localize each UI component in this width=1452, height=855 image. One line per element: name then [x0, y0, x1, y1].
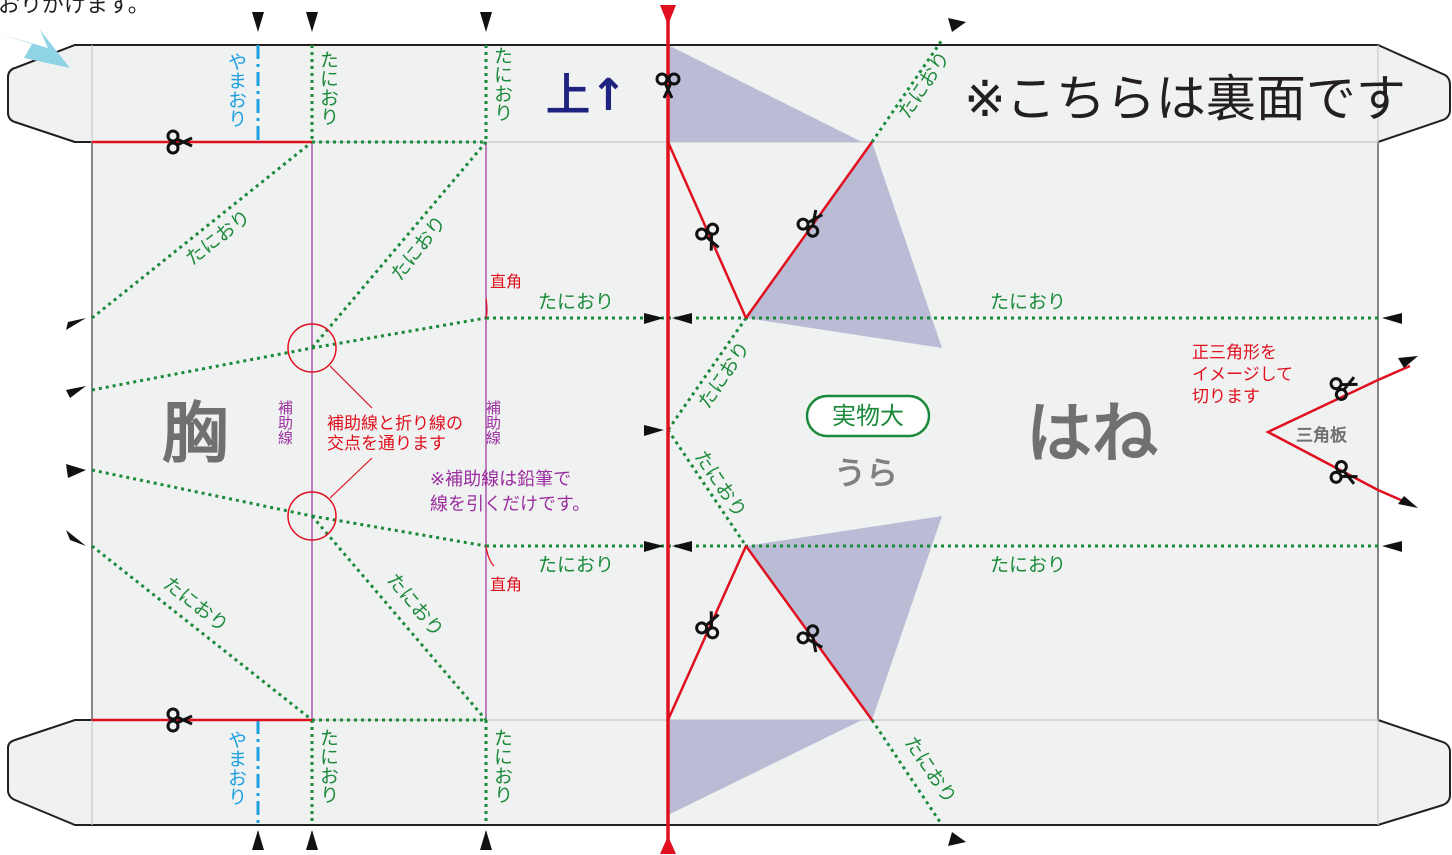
- valley-fold-label: たにおり: [491, 46, 513, 122]
- wing-shade-upper: [746, 142, 942, 348]
- back-label: うら: [834, 454, 898, 492]
- mountain-fold-label-top: やまおり: [225, 52, 247, 128]
- mountain-fold-label-bottom: やまおり: [225, 730, 247, 806]
- scissors-icon: [796, 624, 824, 653]
- valley-fold-label: たにおり: [990, 554, 1066, 576]
- scissors-icon: [655, 72, 681, 99]
- valley-folds: [91, 39, 1378, 826]
- triangle-board-label: 三角板: [1296, 425, 1348, 446]
- intersection-circle-lower: [287, 491, 337, 541]
- scissors-icon: [1329, 460, 1358, 485]
- pencil-note-line2: 線を引くだけです。: [430, 494, 590, 515]
- bottom-marker-red: [660, 836, 676, 854]
- right-angle-label: 直角: [490, 272, 522, 291]
- scissors-icon: [166, 129, 193, 155]
- wing-shade-bottom: [668, 720, 862, 815]
- top-marker-red: [660, 5, 676, 25]
- scissors-icon: [796, 209, 824, 238]
- wing-shade-lower: [746, 516, 942, 720]
- scissors-icon: [695, 222, 720, 251]
- up-label: 上↑: [546, 70, 627, 121]
- actual-size-label: 実物大: [832, 402, 904, 430]
- guide-line-label: 補助線: [484, 400, 502, 445]
- valley-fold-label: たにおり: [317, 50, 339, 126]
- right-angle-label: 直角: [490, 575, 522, 594]
- chest-label: 胸: [162, 395, 228, 472]
- cyan-arrow-icon: [0, 30, 70, 68]
- triangle-note-line1: 正三角形を: [1192, 343, 1277, 363]
- valley-fold-label: たにおり: [491, 728, 513, 804]
- guide-line-label: 補助線: [276, 400, 294, 445]
- valley-fold-label: たにおり: [538, 554, 614, 576]
- wings-label: はね: [1026, 395, 1158, 472]
- scissors-icon: [166, 707, 193, 733]
- scissors-icon: [1329, 376, 1358, 401]
- top-fragment-text: おりがけます。: [0, 0, 150, 18]
- back-side-note: ※こちらは裏面です: [964, 70, 1406, 128]
- triangle-note-line3: 切ります: [1192, 387, 1260, 407]
- triangle-marker-icon: [66, 12, 1418, 850]
- scissors-icon: [695, 611, 720, 640]
- wing-shade-top: [668, 45, 862, 142]
- intersection-note-line2: 交点を通ります: [327, 434, 446, 454]
- pencil-note-line1: ※補助線は鉛筆で: [430, 469, 571, 490]
- valley-fold-label: たにおり: [990, 291, 1066, 313]
- intersection-circle-upper: [287, 323, 337, 373]
- actual-size-badge: [805, 394, 931, 438]
- paper-main: [7, 44, 1451, 826]
- valley-fold-label: たにおり: [538, 291, 614, 313]
- triangle-note-line2: イメージして: [1192, 365, 1293, 385]
- valley-fold-label: たにおり: [317, 728, 339, 804]
- intersection-note-line1: 補助線と折り線の: [327, 414, 463, 434]
